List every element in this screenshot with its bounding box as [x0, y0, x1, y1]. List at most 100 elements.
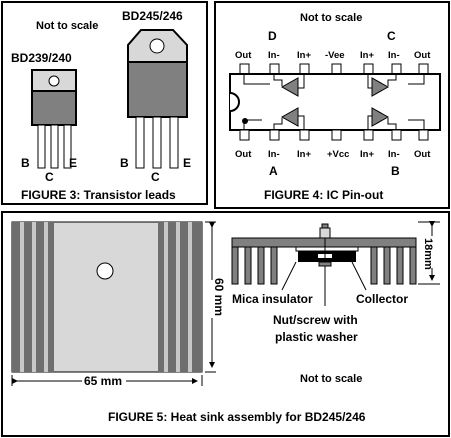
bd245-label-e: E	[183, 156, 191, 170]
fin-right-2	[180, 222, 188, 372]
bottom-pin-label-5: In+	[360, 149, 374, 160]
top-pin-label-7: Out	[414, 50, 431, 61]
side-fin-6	[383, 246, 391, 285]
bottom-pin-label-2: In-	[268, 149, 280, 160]
collector-label: Collector	[356, 292, 408, 306]
opamp-b-triangle	[371, 107, 390, 127]
mica-insulator	[295, 246, 359, 252]
fin-left-1	[12, 222, 20, 372]
bd245-body	[127, 61, 188, 118]
bottom-pin-label-3: In+	[297, 149, 311, 160]
figure-3-transistor-leads: Not to scale BD245/246 BD239/240 B C E B…	[1, 1, 208, 205]
bd239-body	[31, 90, 77, 126]
fig3-bd239-label: BD239/240	[11, 51, 72, 65]
bd239-mount-hole	[48, 75, 60, 87]
fig4-not-to-scale: Not to scale	[300, 12, 362, 24]
dim-60mm-label: 60 mm	[212, 278, 226, 316]
fin-left-3	[36, 222, 44, 372]
bd245-lead-c	[152, 116, 162, 169]
dimension-65mm: 65 mm	[11, 374, 203, 388]
opamp-d-wiring	[243, 74, 305, 89]
bottom-pin-2	[269, 129, 280, 141]
fig5-not-to-scale: Not to scale	[300, 373, 362, 385]
top-pin-label-5: In+	[360, 50, 374, 61]
mica-pointer	[281, 261, 297, 291]
fig3-caption: FIGURE 3: Transistor leads	[21, 188, 176, 202]
collector-pointer	[351, 261, 367, 291]
top-pin-4	[331, 63, 342, 75]
nut-screw-label-line1: Nut/screw with	[273, 313, 358, 327]
fin-right-3	[168, 222, 176, 372]
top-pin-6	[391, 63, 402, 75]
top-pin-label-4: -Vee	[325, 50, 345, 61]
top-pin-label-1: Out	[235, 50, 252, 61]
side-fin-7	[396, 246, 404, 285]
opamp-a-triangle	[280, 107, 299, 127]
bottom-pin-label-7: Out	[414, 149, 431, 160]
bd239-transistor: B C E	[21, 69, 77, 184]
bd245-mount-hole	[149, 38, 165, 54]
fin-left-4	[48, 222, 54, 372]
bottom-pin-label-6: In-	[388, 149, 400, 160]
mica-insulator-label: Mica insulator	[232, 292, 313, 306]
side-fin-8	[409, 246, 417, 285]
side-fin-3	[257, 246, 265, 285]
bottom-pin-4	[331, 129, 342, 141]
bottom-pin-3	[299, 129, 310, 141]
bd239-label-e: E	[69, 156, 77, 170]
gap-right-3	[164, 222, 168, 372]
figure-3-frame	[1, 1, 208, 205]
heatsink-mount-hole	[96, 262, 114, 280]
side-fin-4	[270, 246, 278, 285]
heatsink-side-view	[231, 223, 417, 306]
side-base	[231, 237, 417, 248]
top-pin-2	[269, 63, 280, 75]
bd239-label-c: C	[45, 170, 54, 184]
bottom-pin-5	[363, 129, 374, 141]
top-pin-7	[418, 63, 429, 75]
gap-right-2	[176, 222, 180, 372]
bd245-label-b: B	[120, 156, 129, 170]
opamp-c-triangle	[371, 77, 390, 97]
side-fin-2	[244, 246, 252, 285]
screw-head	[319, 227, 331, 239]
ic-pin1-dot	[242, 118, 248, 124]
top-pin-1	[239, 63, 250, 75]
fin-right-1	[192, 222, 202, 372]
top-pin-label-3: In+	[297, 50, 311, 61]
fig4-section-c: C	[387, 29, 396, 43]
dimension-60mm: 60 mm	[205, 221, 226, 373]
dim-65mm-label: 65 mm	[84, 374, 122, 388]
figure-5-heat-sink: 60 mm 65 mm	[1, 211, 450, 437]
figure-5-frame	[1, 211, 450, 437]
top-pin-5	[363, 63, 374, 75]
fin-left-2	[24, 222, 32, 372]
ic-notch	[229, 92, 240, 112]
bottom-pin-7	[418, 129, 429, 141]
gap-left-1	[20, 222, 24, 372]
fig3-bd245-label: BD245/246	[122, 9, 183, 23]
ic-body	[229, 73, 441, 131]
fig4-section-a: A	[269, 164, 278, 178]
top-pin-label-6: In-	[388, 50, 400, 61]
gap-right-1	[188, 222, 192, 372]
bd245-transistor: B C E	[120, 29, 191, 184]
bottom-pin-label-1: Out	[235, 149, 252, 160]
bottom-pin-label-4: +Vcc	[327, 149, 349, 160]
fig4-section-b: B	[391, 164, 400, 178]
heatsink-front-view	[11, 221, 203, 373]
fin-right-4	[158, 222, 164, 372]
fig4-section-d: D	[268, 29, 277, 43]
bd239-label-b: B	[21, 156, 30, 170]
fig3-not-to-scale: Not to scale	[36, 20, 98, 32]
gap-left-2	[32, 222, 36, 372]
figure-4-frame	[214, 1, 450, 209]
top-pin-3	[299, 63, 310, 75]
bottom-pin-6	[391, 129, 402, 141]
gap-left-3	[44, 222, 48, 372]
bottom-pin-1	[239, 129, 250, 141]
opamp-a-wiring	[243, 115, 305, 130]
top-pin-label-2: In-	[268, 50, 280, 61]
